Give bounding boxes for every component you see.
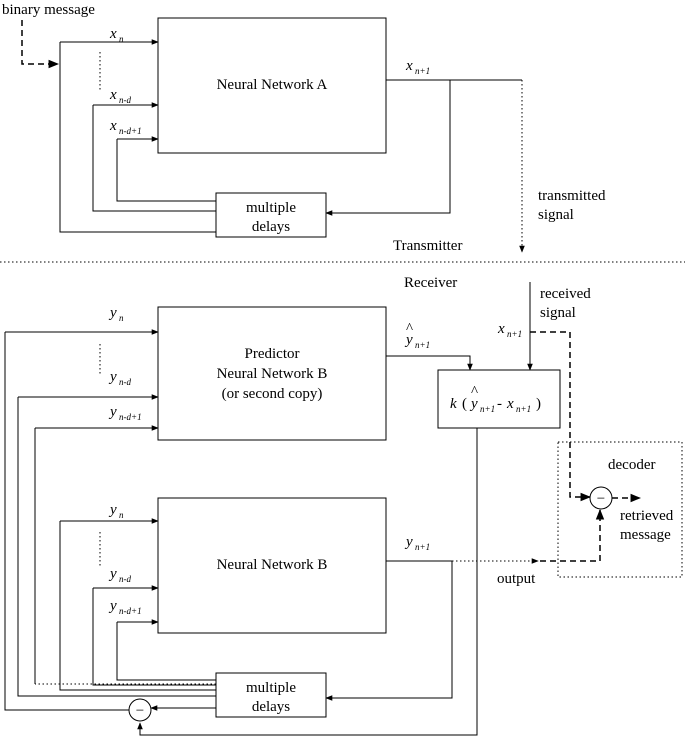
label-yn1-b: y n+1 (404, 534, 430, 552)
k-to-subtractor-line (137, 428, 478, 736)
svg-text:n+1: n+1 (415, 542, 430, 552)
predictor-label-3: (or second copy) (222, 386, 323, 402)
svg-text:): ) (536, 396, 541, 412)
neural-network-b-label: Neural Network B (217, 557, 328, 573)
predictor-output-line (386, 355, 473, 371)
binary-message-arrow (21, 20, 60, 69)
label-yhat-n1: ^ y n+1 (404, 321, 430, 350)
delay-tap-ynd-b (92, 588, 216, 686)
received-to-decoder-line (530, 331, 592, 502)
svg-text:n+1: n+1 (415, 340, 430, 350)
transmitted-signal-label-1: transmitted (538, 188, 606, 204)
svg-text:n-d+1: n-d+1 (119, 126, 142, 136)
delays-label-b-2: delays (252, 699, 290, 715)
k-formula-box (437, 369, 561, 429)
subtractor-minus-b: − (136, 703, 144, 719)
svg-text:x: x (497, 321, 505, 337)
svg-text:x: x (109, 118, 117, 134)
svg-text:n-d: n-d (119, 377, 131, 387)
delays-label-b-1: multiple (246, 680, 296, 696)
label-xn1-r: x n+1 (497, 321, 522, 339)
svg-text:n-d: n-d (119, 95, 131, 105)
svg-text:k: k (450, 396, 457, 412)
label-ynd-b: y n-d (108, 566, 131, 584)
multiple-delays-box-a (215, 192, 327, 238)
neural-network-a-box (157, 17, 387, 154)
transmitted-signal-label-2: signal (538, 207, 574, 223)
svg-text:x: x (109, 26, 117, 42)
svg-text:^: ^ (471, 384, 478, 400)
feedback-line-b (325, 561, 453, 701)
transmitter-label: Transmitter (393, 238, 462, 254)
svg-text:(: ( (462, 396, 467, 412)
delays-label-a-1: multiple (246, 200, 296, 216)
neural-network-a-label: Neural Network A (217, 77, 328, 93)
label-ynd1-p: y n-d+1 (108, 404, 142, 422)
svg-text:y: y (108, 305, 117, 321)
svg-text:y: y (404, 332, 413, 348)
feedback-line-a (325, 80, 451, 216)
svg-text:y: y (108, 369, 117, 385)
svg-text:n: n (119, 313, 124, 323)
neural-network-b-box (157, 497, 387, 634)
label-xnd1-a: x n-d+1 (109, 118, 142, 136)
svg-text:y: y (108, 502, 117, 518)
receiver-label: Receiver (404, 275, 457, 291)
k-formula-label: k ( ^ y n+1 - x n+1 ) (450, 384, 541, 414)
svg-text:n+1: n+1 (516, 404, 531, 414)
delays-label-a-2: delays (252, 219, 290, 235)
predictor-network-box (157, 306, 387, 441)
svg-text:y: y (108, 598, 117, 614)
subtractor-minus-decoder: − (597, 491, 605, 507)
received-signal-label-2: signal (540, 305, 576, 321)
label-xn-a: x n (109, 26, 124, 44)
delay-tap-xnd1-a (116, 139, 216, 202)
label-yn-p: y n (108, 305, 124, 323)
delay-tap-xnd-a (92, 105, 216, 212)
svg-text:y: y (108, 566, 117, 582)
label-xnd-a: x n-d (109, 87, 131, 105)
decoder-box (557, 441, 683, 578)
output-label: output (497, 571, 536, 587)
svg-text:y: y (108, 404, 117, 420)
svg-text:n: n (119, 34, 124, 44)
delay-tap-ynd-p (17, 397, 216, 697)
multiple-delays-box-b (215, 672, 327, 718)
svg-text:x: x (405, 58, 413, 74)
retrieved-message-label-2: message (620, 527, 671, 543)
output-to-subtractor-line (540, 508, 605, 562)
svg-text:^: ^ (406, 321, 413, 337)
svg-text:n+1: n+1 (480, 404, 495, 414)
decoder-label: decoder (608, 457, 655, 473)
svg-text:n-d+1: n-d+1 (119, 606, 142, 616)
label-ynd-p: y n-d (108, 369, 131, 387)
delay-tap-yn-b (59, 521, 216, 691)
svg-text:n-d+1: n-d+1 (119, 412, 142, 422)
svg-text:x: x (506, 396, 514, 412)
predictor-label-2: Neural Network B (217, 366, 328, 382)
svg-text:n: n (119, 510, 124, 520)
binary-message-label: binary message (2, 2, 95, 18)
svg-text:n-d: n-d (119, 574, 131, 584)
label-xn1-a: x n+1 (405, 58, 430, 76)
svg-text:-: - (497, 396, 502, 412)
svg-text:y: y (404, 534, 413, 550)
label-yn-b: y n (108, 502, 124, 520)
svg-text:x: x (109, 87, 117, 103)
predictor-label-1: Predictor (245, 346, 300, 362)
delay-tap-xn-a (59, 42, 216, 233)
svg-text:y: y (469, 396, 478, 412)
retrieved-message-label-1: retrieved (620, 508, 674, 524)
delay-tap-ynd1-b (116, 622, 216, 681)
subtractor-to-yn-p (4, 332, 129, 711)
label-ynd1-b: y n-d+1 (108, 598, 142, 616)
svg-text:n+1: n+1 (507, 329, 522, 339)
received-signal-label-1: received (540, 286, 591, 302)
svg-text:n+1: n+1 (415, 66, 430, 76)
